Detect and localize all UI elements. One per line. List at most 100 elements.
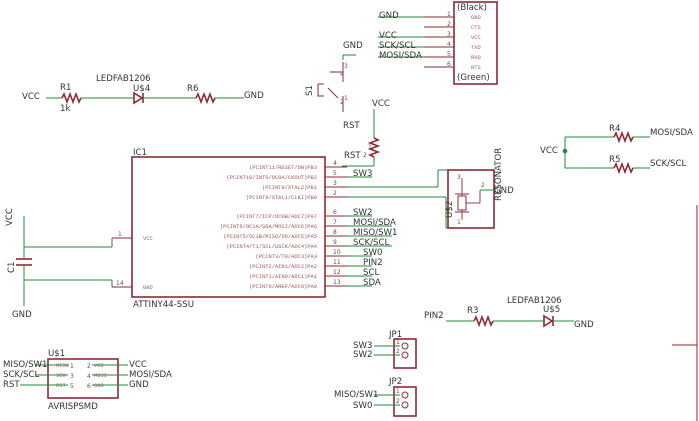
led1-part: LEDFAB1206 [96, 74, 151, 84]
ic1-pin-name: (PCINT0/AREF/ADC0)PA0 [249, 284, 317, 290]
ic1-pin-number: 5 [333, 170, 337, 177]
resonator-part: RESONATOR [494, 148, 504, 201]
ic1-net-sck: SCK/SCL [353, 238, 389, 248]
isp-pin-number: 2 [87, 363, 91, 370]
ftdi-pin-name: CTS [471, 25, 481, 31]
ic1-vcc-num: 1 [118, 231, 122, 238]
ftdi-bottom-label: (Green) [457, 73, 490, 83]
isp-pin-number: 4 [87, 373, 91, 380]
isp-pin-number: 3 [70, 373, 74, 380]
ic1-right-pins: (PCINT11/RESET/DW)PB3 (PCINT10/INT0/OC0A… [220, 160, 398, 290]
resonator-ref: U$2 [445, 201, 455, 218]
ic1-pin-name: (PCINT3/T0/ADC3)PA3 [256, 254, 317, 260]
ic1-pin-number: 4 [333, 160, 337, 167]
ftdi-pin-name: VCC [471, 35, 481, 41]
reset-resistor [367, 137, 381, 158]
ic1-pin-name: (PCINT4/T1/SCL/USCK/ADC4)PA4 [226, 244, 317, 250]
capacitor-c1: VCC C1 GND [5, 208, 113, 320]
ftdi-header: (Black) (Green) GND CTS VCC TXD RXD RTS … [378, 1, 498, 85]
ftdi-pin-name: RTS [471, 65, 481, 71]
switch-pin-number: 3 [344, 63, 348, 70]
isp-pin-name: MOSI [94, 373, 107, 379]
resonator-pin: 3 [457, 174, 461, 181]
ftdi-pin-number: 6 [447, 61, 451, 68]
isp-net-gnd: GND [129, 380, 149, 390]
ftdi-top-label: (Black) [457, 3, 487, 13]
ftdi-pin-number: 2 [447, 21, 451, 28]
jp2-ref: JP2 [388, 377, 402, 387]
ic1-pin-number: 9 [333, 239, 337, 246]
jp2-pin-number: 1 [396, 388, 400, 395]
led2-gnd-label: GND [574, 320, 594, 330]
c1-gnd-label: GND [12, 310, 32, 320]
r5-net-sck: SCK/SCL [650, 159, 686, 169]
led2-ref: U$5 [543, 305, 560, 315]
ic1-net-sw0: SW0 [363, 248, 382, 258]
jp2-net: SW0 [353, 401, 372, 411]
ic1-pin-name: (PCINT10/INT0/OC0A/CKOUT)PB2 [226, 175, 317, 181]
ic1-pin-name: (PCINT9/XTAL2)PB1 [262, 185, 317, 191]
r5-resistor [613, 161, 634, 175]
jp2-body [393, 386, 417, 417]
resonator-pin: 1 [457, 219, 461, 226]
pullups-r4-r5: VCC R4 R5 MOSI/SDA SCK/SCL [540, 124, 693, 175]
jp1-pin-number: 1 [396, 339, 400, 346]
jp1-net: SW3 [353, 341, 372, 351]
r3-ref: R3 [467, 306, 478, 316]
r4-net-mosi: MOSI/SDA [650, 128, 693, 138]
pullup-vcc-label: VCC [540, 146, 558, 156]
ic1-pin-name: (PCINT5/OC1B/MISO/DO/ADC5)PA5 [223, 234, 317, 240]
vcc-label: VCC [22, 92, 40, 102]
pin2-label: PIN2 [424, 311, 444, 321]
ic1-pin-name: (PCINT6/OC1A/SDA/MOSI/ADC6)PA6 [220, 224, 317, 230]
switch-s1: GND 4 3 2 1 S1 RST [305, 41, 363, 131]
jp1-net: SW2 [353, 350, 372, 360]
isp-part: AVRISPSMD [48, 402, 98, 412]
isp-pin-number: 1 [70, 363, 74, 370]
ic1-pin-number: 11 [333, 259, 341, 266]
switch-gnd-label: GND [343, 41, 363, 51]
ftdi-pin-name: TXD [471, 45, 481, 51]
jp2-net: MISO/SW1 [334, 390, 378, 400]
isp-header-u1: U$1 AVRISPSMD MISO SCK RST VCC MOSI GND … [3, 349, 172, 412]
isp-pin-name: VCC [94, 363, 104, 369]
switch-pin-number: 2 [340, 99, 344, 106]
isp-pin-number: 5 [70, 383, 74, 390]
r6-resistor [195, 91, 216, 105]
jp1-ref: JP1 [388, 330, 402, 340]
isp-net-sck: SCK/SCL [3, 370, 39, 380]
r1-value: 1k [60, 104, 70, 114]
led2-part: LEDFAB1206 [507, 296, 562, 306]
resonator-u2: GND 3 2 1 U$2 RESONATOR [347, 148, 514, 229]
r5-ref: R5 [609, 155, 620, 165]
ic1-attiny44: IC1 ATTINY44-SSU VCC GND 1 14 (PCINT11/R… [112, 148, 397, 310]
pin2-led-circuit: PIN2 R3 LEDFAB1206 U$5 GND [424, 296, 594, 330]
ic1-gnd-pin: GND [143, 285, 153, 291]
ic1-pin-number: 3 [333, 180, 337, 187]
ic1-body [131, 156, 326, 298]
ic1-pin-name: (PCINT8/XTAL1/CLKI)PB0 [246, 195, 317, 201]
isp-pin-name: GND [94, 383, 104, 389]
ftdi-pin-name: RXD [471, 55, 481, 61]
ic1-net-mosi: MOSI/SDA [353, 218, 396, 228]
isp-net-rst: RST [3, 380, 20, 390]
r4-ref: R4 [609, 124, 620, 134]
r4-resistor [613, 130, 634, 144]
ic1-pin-name: (PCINT11/RESET/DW)PB3 [249, 165, 317, 171]
ftdi-header-body [453, 1, 498, 85]
ic1-pin-name: (PCINT2/AIN1/ADC2)PA2 [249, 264, 317, 270]
ic1-pin-number: 10 [333, 249, 341, 256]
c1-vcc-label: VCC [5, 208, 15, 226]
resonator-pin: 2 [481, 182, 485, 189]
ftdi-pin-number: 1 [447, 11, 451, 18]
ic1-net-scl: SCL [363, 268, 379, 278]
ic1-pin-number: 6 [333, 209, 337, 216]
reset-resistor-pin: 2 [363, 152, 367, 159]
ftdi-net-gnd: GND [379, 11, 399, 21]
isp-body [47, 358, 119, 399]
isp-net-mosi: MOSI/SDA [129, 370, 172, 380]
reset-resistor-pin: 1 [368, 144, 372, 151]
jp1-body [393, 338, 417, 369]
r3-resistor [473, 314, 494, 328]
ic1-pin-number: 13 [333, 279, 341, 286]
